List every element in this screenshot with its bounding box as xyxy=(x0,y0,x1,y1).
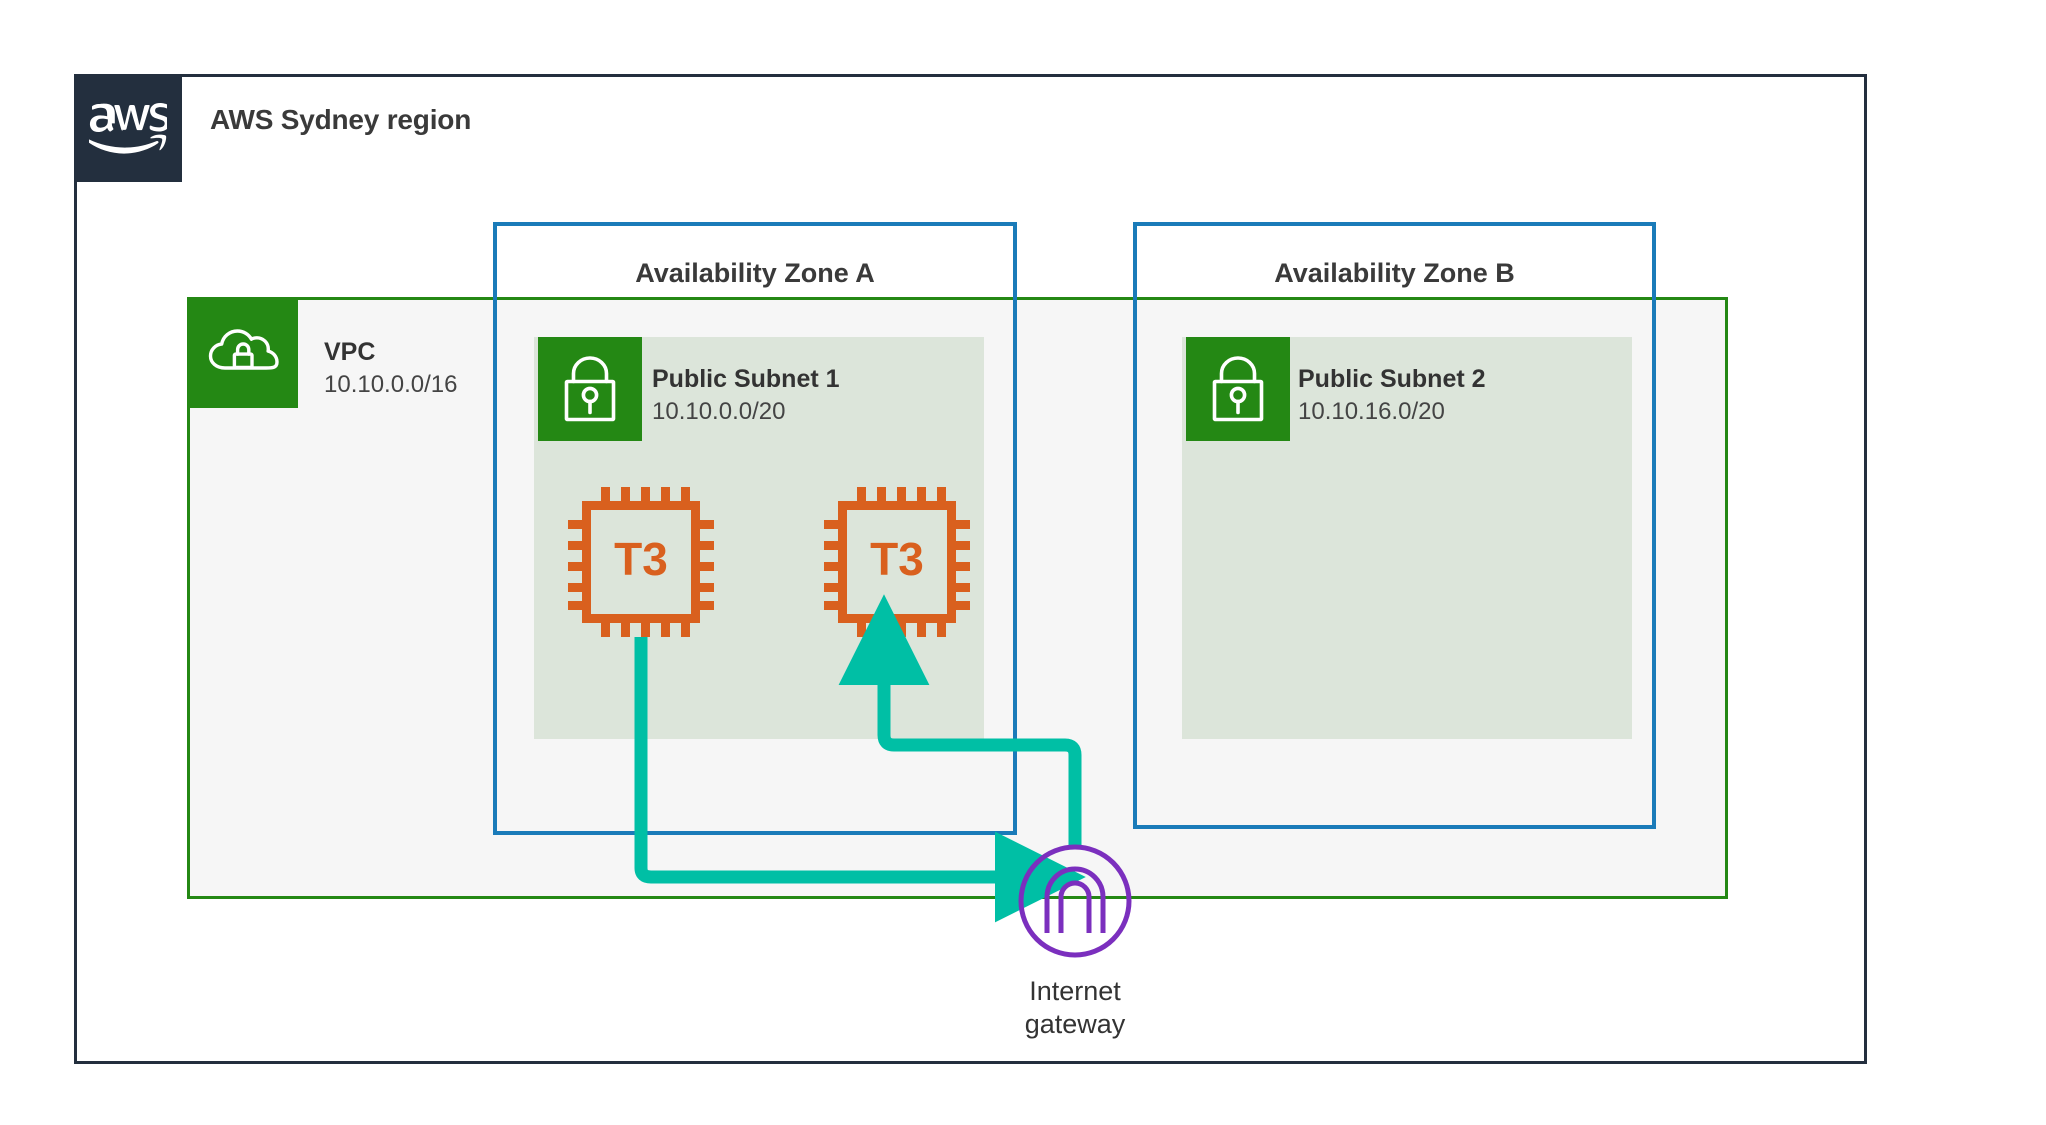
public-subnet-2-lock-icon xyxy=(1186,337,1290,441)
internet-gateway-label-line1: Internet xyxy=(1029,976,1121,1006)
availability-zone-a-title: Availability Zone A xyxy=(635,258,875,288)
ec2-instance-2-label: T3 xyxy=(870,533,924,585)
public-subnet-1-cidr: 10.10.0.0/20 xyxy=(652,398,786,425)
internet-gateway-icon[interactable] xyxy=(1017,843,1133,959)
public-subnet-1-title: Public Subnet 1 xyxy=(652,365,840,393)
vpc-title: VPC xyxy=(324,338,376,366)
public-subnet-2-title: Public Subnet 2 xyxy=(1298,365,1486,393)
vpc-label-group: VPC 10.10.0.0/16 xyxy=(324,336,457,401)
ec2-instance-1-label: T3 xyxy=(614,533,668,585)
vpc-cloud-lock-icon xyxy=(190,300,298,408)
vpc-cidr: 10.10.0.0/16 xyxy=(324,371,458,398)
public-subnet-1-label-group: Public Subnet 1 10.10.0.0/20 xyxy=(652,363,840,428)
aws-logo-icon xyxy=(74,74,182,182)
ec2-instance-1[interactable]: T3 xyxy=(568,487,714,637)
availability-zone-b-title: Availability Zone B xyxy=(1274,258,1515,288)
public-subnet-1-lock-icon xyxy=(538,337,642,441)
public-subnet-2-cidr: 10.10.16.0/20 xyxy=(1298,398,1445,425)
public-subnet-2-label-group: Public Subnet 2 10.10.16.0/20 xyxy=(1298,363,1486,428)
internet-gateway-label: Internet gateway xyxy=(950,975,1200,1042)
ec2-instance-2[interactable]: T3 xyxy=(824,487,970,637)
region-title: AWS Sydney region xyxy=(210,104,472,135)
internet-gateway-label-line2: gateway xyxy=(1024,1009,1126,1040)
availability-zone-b-boundary xyxy=(1133,222,1656,829)
